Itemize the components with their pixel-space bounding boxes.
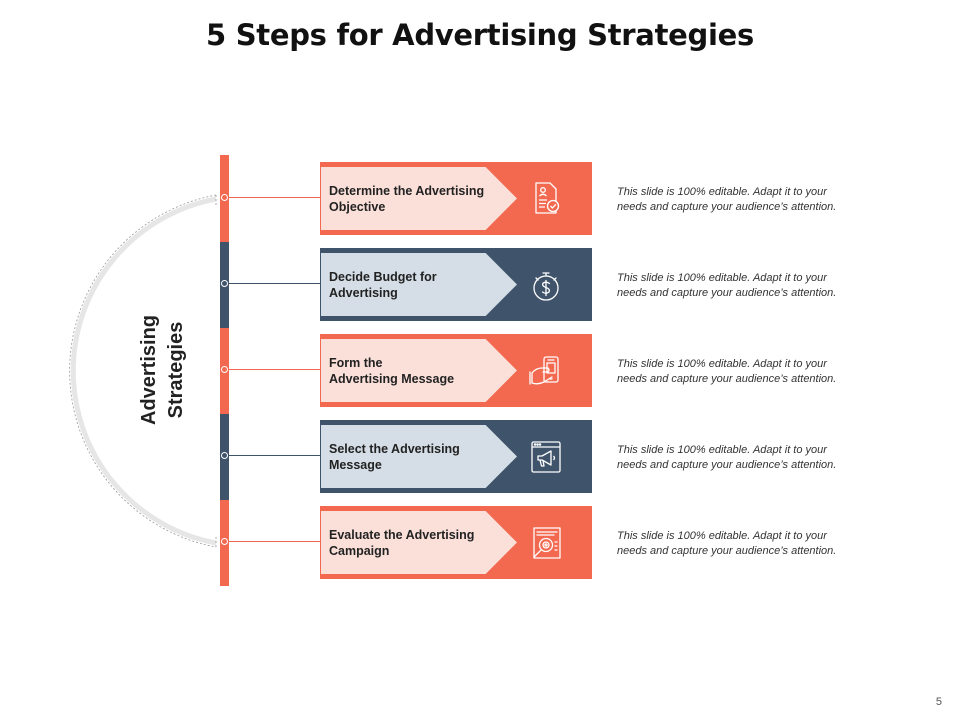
step-label-line2: Objective [329,199,386,214]
step-label-line1: Form the [329,355,383,370]
connector-line [229,454,321,456]
step-label-line2: Advertising Message [329,371,455,386]
step-description: This slide is 100% editable. Adapt it to… [617,185,877,215]
step-arrow [321,167,517,230]
step-description-line1: This slide is 100% editable. Adapt it to… [617,529,827,542]
step-description-line1: This slide is 100% editable. Adapt it to… [617,185,827,198]
connector-line [229,196,321,198]
side-label-line2: Strategies [165,321,187,419]
step-arrow [321,339,517,402]
step-description: This slide is 100% editable. Adapt it to… [617,443,877,473]
step-description-line2: needs and capture your audience’s attent… [617,458,837,471]
step-description-line1: This slide is 100% editable. Adapt it to… [617,271,827,284]
step-description-line2: needs and capture your audience’s attent… [617,286,837,299]
step-node [221,451,228,459]
money-stopwatch-icon [526,265,566,305]
step-node [221,279,228,287]
side-label-line1: Advertising [138,314,160,426]
connector-line [229,368,321,370]
step-node [221,193,228,201]
step-description-line2: needs and capture your audience’s attent… [617,372,837,385]
step-description-line1: This slide is 100% editable. Adapt it to… [617,357,827,370]
hand-phone-icon [526,351,566,391]
step-label-line2: Campaign [329,543,390,558]
step-description-line2: needs and capture your audience’s attent… [617,544,837,557]
magnifier-report-icon [526,523,566,563]
step-label-line1: Evaluate the Advertising [329,527,475,542]
step-description: This slide is 100% editable. Adapt it to… [617,357,877,387]
page-number: 5 [935,696,942,708]
document-badge-icon [526,179,566,219]
step-description-line1: This slide is 100% editable. Adapt it to… [617,443,827,456]
connector-line [229,540,321,542]
step-arrow [321,253,517,316]
step-node [221,537,228,545]
step-node [221,365,228,373]
connector-line [229,282,321,284]
megaphone-browser-icon [526,437,566,477]
step-label-line1: Select the Advertising [329,441,460,456]
step-label-line1: Determine the Advertising [329,183,485,198]
slide-title: 5 Steps for Advertising Strategies [206,18,754,52]
step-label-line2: Advertising [329,285,398,300]
step-description: This slide is 100% editable. Adapt it to… [617,529,877,559]
step-label-line2: Message [329,457,382,472]
side-label: Advertising Strategies [136,285,196,455]
step-label-line1: Decide Budget for [329,269,437,284]
step-description-line2: needs and capture your audience’s attent… [617,200,837,213]
step-arrow [321,511,517,574]
step-description: This slide is 100% editable. Adapt it to… [617,271,877,301]
step-arrow [321,425,517,488]
